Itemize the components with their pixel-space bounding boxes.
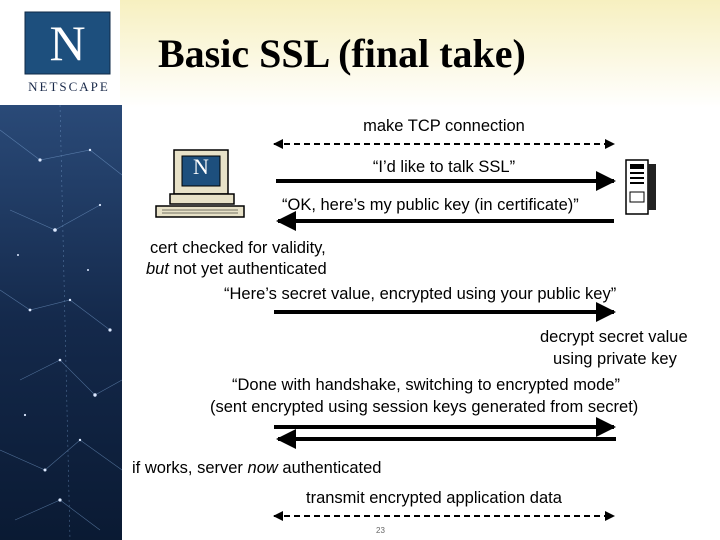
star-map-lines — [0, 104, 123, 540]
netscape-logo-label: NETSCAPE — [28, 79, 110, 94]
works-pre: if works, server — [132, 459, 248, 477]
works-em: now — [247, 459, 278, 477]
cert-checked-rest: not yet authenticated — [168, 260, 327, 278]
decrypt-line1: decrypt secret value — [540, 328, 688, 346]
netscape-logo-box — [25, 12, 110, 74]
talk-ssl-label: “I’d like to talk SSL” — [372, 158, 516, 176]
slide-title: Basic SSL (final take) — [158, 31, 526, 76]
decrypt-line2: using private key — [553, 350, 677, 368]
done-line2: (sent encrypted using session keys gener… — [210, 398, 639, 416]
server-icon — [625, 159, 656, 215]
page-number: 23 — [376, 526, 385, 535]
title-band — [120, 0, 720, 108]
secret-value-label: “Here’s secret value, encrypted using yo… — [224, 285, 617, 303]
star-dots — [17, 148, 112, 502]
transmit-label: transmit encrypted application data — [306, 489, 562, 507]
works-label: if works, server now authenticated — [132, 459, 381, 478]
netscape-logo-letter: N — [49, 15, 86, 71]
public-key-label: “OK, here’s my public key (in certificat… — [282, 196, 579, 214]
works-post: authenticated — [277, 459, 382, 477]
tcp-label: make TCP connection — [363, 117, 525, 135]
client-computer-icon — [155, 149, 245, 218]
cert-checked-line1: cert checked for validity, — [150, 239, 326, 257]
cert-checked-line2: but not yet authenticated — [146, 260, 327, 279]
left-band — [0, 105, 122, 540]
client-screen-letter: N — [193, 154, 209, 179]
done-line1: “Done with handshake, switching to encry… — [232, 376, 620, 394]
cert-checked-em: but — [146, 260, 169, 278]
